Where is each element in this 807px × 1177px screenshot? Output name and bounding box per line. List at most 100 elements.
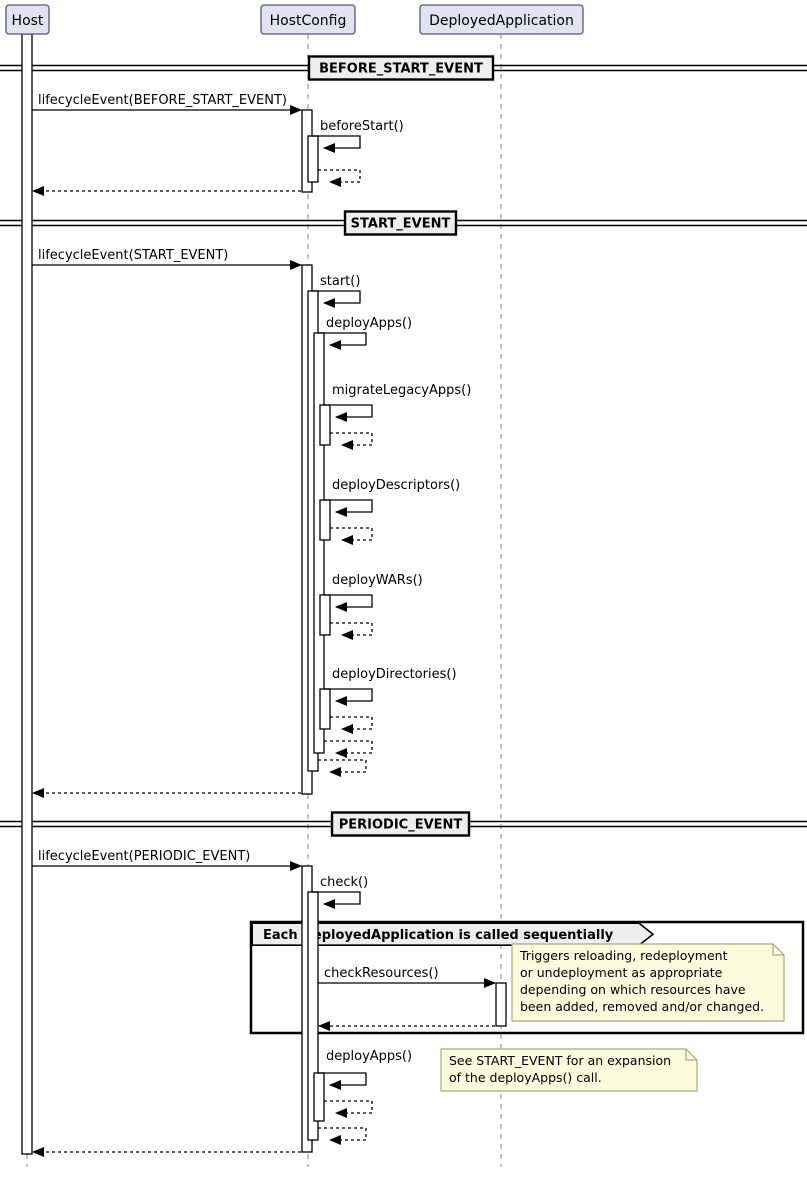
groups-layer: Each DeployedApplication is called seque…: [249, 920, 805, 1035]
msg-deployapps-start-return: [324, 740, 373, 758]
msg-lifecycle-periodic: lifecycleEvent(PERIODIC_EVENT): [32, 849, 302, 871]
message-label: deployApps(): [326, 316, 412, 331]
self-message-path: [312, 891, 361, 909]
message-label: deployDirectories(): [332, 667, 457, 682]
self-message-path: [330, 716, 373, 734]
participant-deployedapplication[interactable]: DeployedApplication: [419, 4, 584, 35]
self-message-path: [324, 740, 373, 758]
activation-bar-hostconfig-migrate: [319, 404, 331, 446]
activation-bar-hostconfig-wars: [319, 594, 331, 636]
divider-label-box: [330, 811, 471, 837]
msg-before-start: beforeStart(): [312, 119, 404, 153]
self-message-path: [324, 1100, 373, 1118]
participants-layer: Host HostConfig DeployedApplication: [5, 4, 584, 35]
msg-check: check(): [312, 875, 368, 909]
activation-bar-deployedapp-checkresources: [495, 982, 507, 1027]
msg-lifecycle-start: lifecycleEvent(START_EVENT): [32, 248, 302, 270]
note-body: [440, 1048, 698, 1092]
self-message-path: [330, 622, 373, 640]
dividers-layer: BEFORE_START_EVENT START_EVENT PERIODIC_EV…: [0, 55, 807, 837]
msg-lifecycle-before-start: lifecycleEvent(BEFORE_START_EVENT): [32, 93, 302, 115]
self-message-path: [324, 594, 373, 612]
msg-deployapps-start: deployApps(): [318, 316, 412, 350]
activation-bar-hostconfig-descriptors: [319, 499, 331, 541]
message-label: lifecycleEvent(PERIODIC_EVENT): [38, 849, 250, 864]
lifelines-layer: [26, 34, 502, 1167]
participant-hostconfig[interactable]: HostConfig: [260, 4, 356, 35]
note-line: been added, removed and/or changed.: [520, 999, 764, 1014]
activation-bar-hostconfig-deployapps-nested: [313, 1072, 325, 1122]
msg-migratelegacyapps: migrateLegacyApps(): [324, 383, 471, 422]
self-message-path: [318, 1127, 367, 1145]
message-label: migrateLegacyApps(): [332, 383, 471, 398]
note-line: of the deployApps() call.: [449, 1070, 602, 1085]
activations-layer: [21, 33, 507, 1155]
msg-deploydescriptors: deployDescriptors(): [324, 478, 460, 517]
self-message-path: [318, 1072, 367, 1090]
divider-periodic: PERIODIC_EVENT: [0, 811, 807, 837]
msg-start: start(): [312, 274, 361, 308]
divider-before-start: BEFORE_START_EVENT: [0, 55, 807, 81]
message-label: beforeStart(): [320, 119, 404, 134]
self-message-path: [324, 404, 373, 422]
msg-deployapps-periodic: deployApps(): [318, 1049, 412, 1090]
message-label: checkResources(): [324, 966, 439, 981]
participant-box[interactable]: [260, 4, 356, 35]
note-checkresources: Triggers reloading, redeployment or undep…: [511, 943, 785, 1022]
participant-label: Host: [12, 13, 44, 29]
message-label: deployApps(): [326, 1049, 412, 1064]
group-each-deployedapplication: Each DeployedApplication is called seque…: [249, 920, 805, 1035]
divider-start: START_EVENT: [0, 210, 807, 236]
note-line: Triggers reloading, redeployment: [519, 948, 728, 963]
note-body: [511, 943, 785, 1022]
divider-label-box: [307, 55, 495, 81]
msg-deploydirectories: deployDirectories(): [324, 667, 457, 706]
divider-label-box: [343, 210, 458, 236]
self-message-path: [312, 135, 361, 153]
self-message-path: [318, 332, 367, 350]
message-label: lifecycleEvent(BEFORE_START_EVENT): [38, 93, 287, 108]
message-label: check(): [320, 875, 368, 890]
note-fold: [685, 1049, 697, 1061]
msg-checkresources: checkResources(): [318, 966, 496, 988]
participant-box[interactable]: [5, 4, 50, 35]
messages-layer: lifecycleEvent(BEFORE_START_EVENT)before…: [32, 93, 496, 1157]
divider-label-text: BEFORE_START_EVENT: [319, 62, 483, 77]
self-message-path: [330, 432, 373, 450]
msg-migratelegacyapps-return: [330, 432, 373, 450]
msg-deploydescriptors-return: [330, 527, 373, 545]
group-label-tab: [251, 922, 655, 946]
note-line: See START_EVENT for an expansion: [449, 1053, 671, 1068]
activation-bar-host-root: [21, 33, 33, 1155]
msg-start-return: [318, 759, 367, 777]
msg-before-start-return: [318, 169, 361, 187]
divider-label-text: START_EVENT: [351, 217, 451, 232]
note-deployapps: See START_EVENT for an expansion of the d…: [440, 1048, 698, 1092]
note-line: depending on which resources have: [520, 982, 746, 997]
self-message-path: [324, 499, 373, 517]
participant-host[interactable]: Host: [5, 4, 50, 35]
note-fold: [772, 944, 784, 956]
msg-deployapps-periodic-return: [324, 1100, 373, 1118]
message-label: deployDescriptors(): [332, 478, 460, 493]
activation-bar-hostconfig-directories: [319, 688, 331, 730]
self-message-path: [312, 290, 361, 308]
activation-bar-hostconfig-before-start-nested: [307, 135, 319, 183]
self-message-path: [318, 759, 367, 777]
message-label: start(): [320, 274, 360, 289]
msg-deploywars: deployWARs(): [324, 573, 423, 612]
msg-check-return: [318, 1127, 367, 1145]
self-message-path: [318, 169, 361, 187]
note-line: or undeployment as appropriate: [520, 965, 723, 980]
message-label: deployWARs(): [332, 573, 423, 588]
self-message-path: [330, 527, 373, 545]
self-message-path: [324, 688, 373, 706]
msg-deploydirectories-return: [330, 716, 373, 734]
msg-deploywars-return: [330, 622, 373, 640]
participant-label: DeployedApplication: [429, 13, 574, 29]
divider-label-text: PERIODIC_EVENT: [339, 818, 463, 833]
participant-box[interactable]: [419, 4, 584, 35]
message-label: lifecycleEvent(START_EVENT): [38, 248, 228, 263]
